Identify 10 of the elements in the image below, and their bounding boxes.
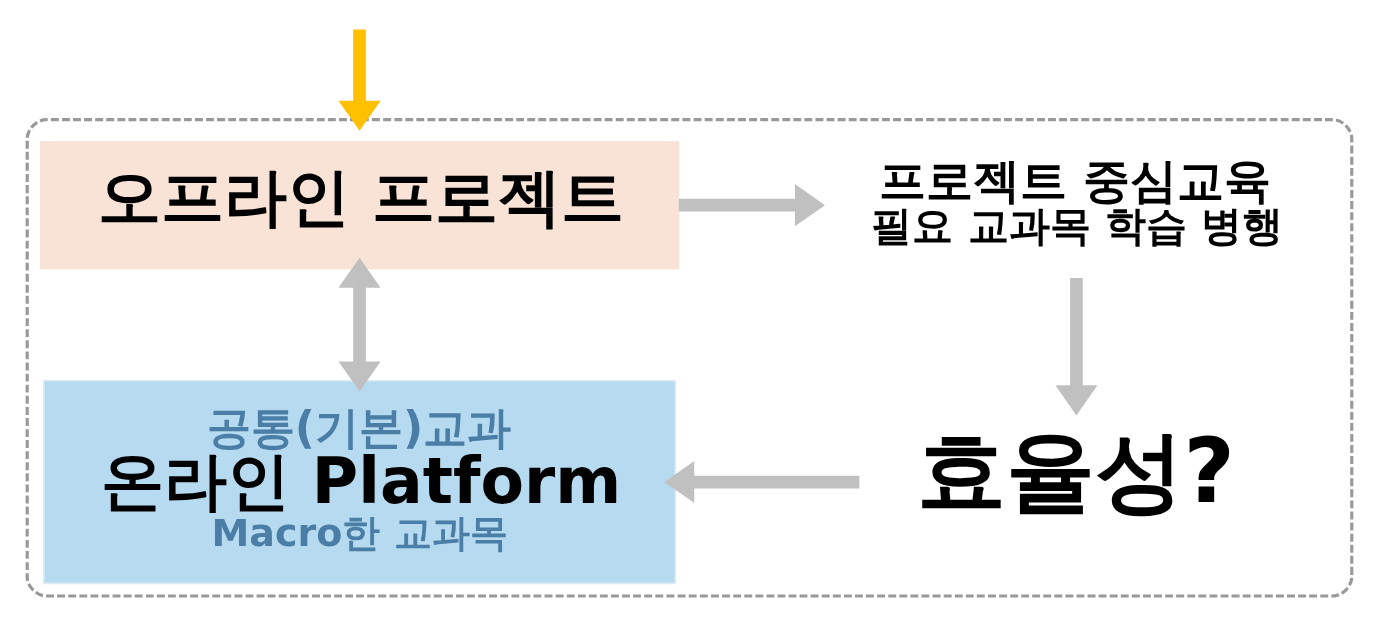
cluster bbox=[25, 117, 1354, 598]
node-box: 공통(기본)교과 온라인 Platform Macro한 교과목 bbox=[43, 379, 677, 584]
arrow bbox=[1055, 277, 1098, 415]
arrow bbox=[338, 29, 381, 131]
node-box: 오프라인 프로젝트 bbox=[39, 140, 680, 269]
arrow bbox=[664, 460, 860, 503]
node-text: 효율성? bbox=[916, 419, 1235, 523]
arrow bbox=[338, 257, 381, 392]
node-text: 프로젝트 중심교육 필요 교과목 학습 병행 bbox=[871, 152, 1284, 250]
arrow bbox=[678, 183, 825, 226]
